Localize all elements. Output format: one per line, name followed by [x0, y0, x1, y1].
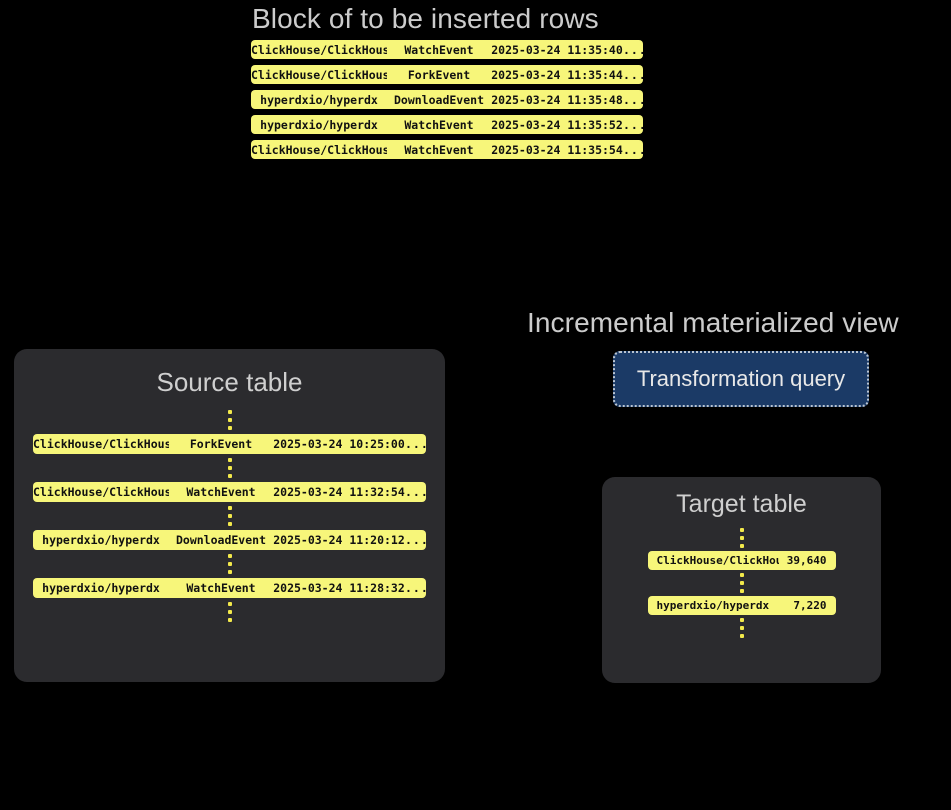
- target-table-rows: ClickHouse/ClickHouse 39,640 hyperdxio/h…: [602, 525, 881, 641]
- row-timestamp: 2025-03-24 11:35:44: [491, 67, 623, 82]
- row-more: ...: [405, 437, 426, 451]
- row-timestamp: 2025-03-24 11:32:54: [273, 485, 405, 499]
- row-event: ForkEvent: [407, 67, 471, 82]
- row-more: ...: [405, 581, 426, 595]
- row-more: ...: [623, 92, 643, 107]
- row-repo: hyperdxio/hyperdx: [656, 599, 770, 612]
- row-event: WatchEvent: [404, 117, 474, 132]
- row-repo: ClickHouse/ClickHouse: [33, 437, 169, 451]
- block-of-rows: ClickHouse/ClickHouse WatchEvent 2025-03…: [251, 40, 643, 165]
- transformation-query-box[interactable]: Transformation query: [613, 351, 869, 407]
- row-event: ForkEvent: [189, 437, 253, 451]
- vertical-ellipsis-icon: [739, 525, 744, 551]
- table-row: ClickHouse/ClickHouse ForkEvent 2025-03-…: [33, 434, 426, 454]
- row-count: 39,640: [786, 554, 827, 567]
- vertical-ellipsis-icon: [227, 502, 232, 530]
- row-repo: ClickHouse/ClickHouse: [656, 554, 779, 567]
- row-event: WatchEvent: [404, 142, 474, 157]
- row-repo: ClickHouse/ClickHouse: [33, 485, 169, 499]
- row-timestamp: 2025-03-24 11:35:54: [491, 142, 623, 157]
- row-count: 7,220: [793, 599, 827, 612]
- row-timestamp: 2025-03-24 11:35:40: [491, 42, 623, 57]
- row-repo: ClickHouse/ClickHouse: [251, 67, 387, 82]
- vertical-ellipsis-icon: [227, 550, 232, 578]
- row-event: DownloadEvent: [175, 533, 266, 547]
- row-more: ...: [623, 117, 643, 132]
- row-more: ...: [623, 42, 643, 57]
- row-repo: hyperdxio/hyperdx: [42, 533, 160, 547]
- row-event: WatchEvent: [186, 485, 256, 499]
- row-more: ...: [623, 67, 643, 82]
- transformation-query-label: Transformation query: [636, 366, 846, 391]
- block-of-rows-heading: Block of to be inserted rows: [252, 3, 599, 34]
- table-row: hyperdxio/hyperdx WatchEvent 2025-03-24 …: [251, 115, 643, 134]
- vertical-ellipsis-icon: [227, 598, 232, 626]
- row-more: ...: [623, 142, 643, 157]
- row-timestamp: 2025-03-24 11:28:32: [273, 581, 405, 595]
- row-more: ...: [405, 485, 426, 499]
- table-row: ClickHouse/ClickHouse ForkEvent 2025-03-…: [251, 65, 643, 84]
- vertical-ellipsis-icon: [227, 406, 232, 434]
- table-row: ClickHouse/ClickHouse WatchEvent 2025-03…: [251, 140, 643, 159]
- row-more: ...: [405, 533, 426, 547]
- table-row: ClickHouse/ClickHouse WatchEvent 2025-03…: [33, 482, 426, 502]
- row-timestamp: 2025-03-24 10:25:00: [273, 437, 405, 451]
- row-repo: ClickHouse/ClickHouse: [251, 142, 387, 157]
- vertical-ellipsis-icon: [739, 615, 744, 641]
- vertical-ellipsis-icon: [227, 454, 232, 482]
- table-row: hyperdxio/hyperdx 7,220: [647, 596, 836, 615]
- table-row: ClickHouse/ClickHouse WatchEvent 2025-03…: [251, 40, 643, 59]
- source-table-title: Source table: [156, 367, 303, 397]
- source-table-panel: Source table ClickHouse/ClickHouse ForkE…: [14, 349, 445, 682]
- row-repo: hyperdxio/hyperdx: [260, 92, 378, 107]
- table-row: hyperdxio/hyperdx DownloadEvent 2025-03-…: [251, 90, 643, 109]
- row-repo: ClickHouse/ClickHouse: [251, 42, 387, 57]
- source-table-rows: ClickHouse/ClickHouse ForkEvent 2025-03-…: [14, 406, 445, 626]
- row-event: DownloadEvent: [393, 92, 484, 107]
- target-table-title: Target table: [676, 490, 807, 518]
- materialized-view-heading: Incremental materialized view: [527, 307, 899, 338]
- row-timestamp: 2025-03-24 11:35:52: [491, 117, 623, 132]
- vertical-ellipsis-icon: [739, 570, 744, 596]
- row-timestamp: 2025-03-24 11:20:12: [273, 533, 405, 547]
- row-repo: hyperdxio/hyperdx: [260, 117, 378, 132]
- table-row: hyperdxio/hyperdx DownloadEvent 2025-03-…: [33, 530, 426, 550]
- row-repo: hyperdxio/hyperdx: [42, 581, 160, 595]
- table-row: hyperdxio/hyperdx WatchEvent 2025-03-24 …: [33, 578, 426, 598]
- table-row: ClickHouse/ClickHouse 39,640: [647, 551, 836, 570]
- row-event: WatchEvent: [404, 42, 474, 57]
- row-event: WatchEvent: [186, 581, 256, 595]
- row-timestamp: 2025-03-24 11:35:48: [491, 92, 623, 107]
- target-table-panel: Target table ClickHouse/ClickHouse 39,64…: [602, 477, 881, 683]
